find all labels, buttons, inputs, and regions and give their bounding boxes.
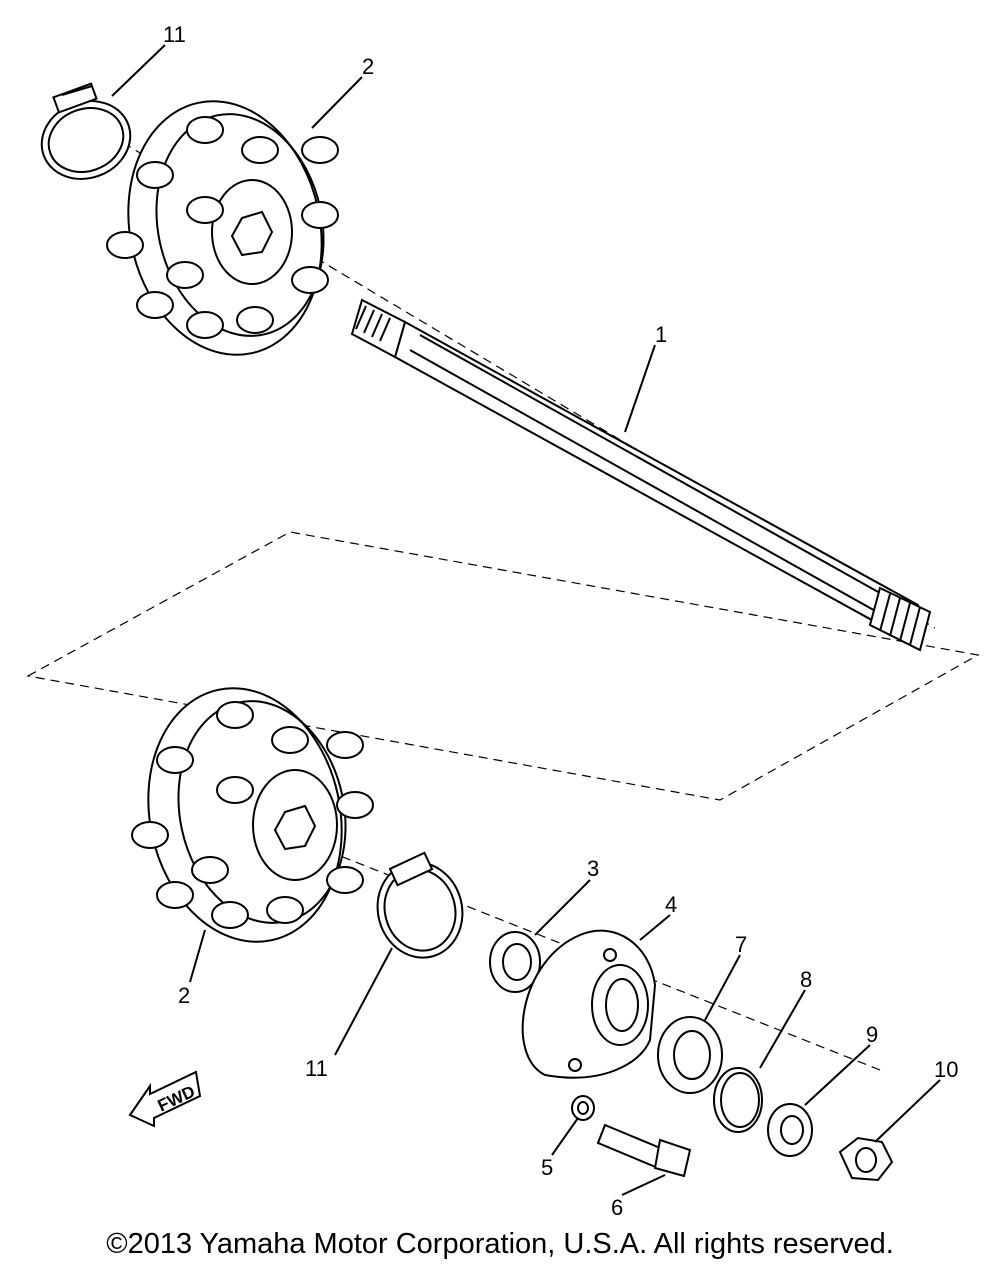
part-8-circlip xyxy=(713,1067,763,1133)
copyright-notice: ©2013 Yamaha Motor Corporation, U.S.A. A… xyxy=(106,1228,894,1260)
part-9-washer xyxy=(767,1103,813,1157)
part-3-oil-seal xyxy=(489,931,541,993)
callout-2-top: 2 xyxy=(362,54,374,79)
callout-7: 7 xyxy=(735,932,747,957)
callout-10: 10 xyxy=(934,1057,958,1082)
part-10-nut xyxy=(838,1136,894,1182)
callout-11-top: 11 xyxy=(163,22,186,47)
part-11-hose-clamp-top xyxy=(40,82,132,180)
callout-5: 5 xyxy=(541,1155,553,1180)
callout-2-bottom: 2 xyxy=(178,983,190,1008)
callout-6: 6 xyxy=(611,1195,623,1220)
part-1-drive-shaft xyxy=(350,298,932,652)
callout-11-bottom: 11 xyxy=(305,1056,328,1081)
callout-9: 9 xyxy=(866,1022,878,1047)
callout-1: 1 xyxy=(655,322,667,347)
part-11-hose-clamp-bottom xyxy=(376,851,464,959)
part-5-small-washer xyxy=(571,1095,595,1121)
part-2-sprocket-bottom xyxy=(131,687,374,943)
callout-8: 8 xyxy=(800,967,812,992)
callout-4: 4 xyxy=(665,892,677,917)
leader-lines xyxy=(111,44,941,1196)
part-6-bolt xyxy=(596,1123,692,1178)
forward-direction-arrow: FWD xyxy=(128,1070,202,1128)
part-4-bearing-housing xyxy=(521,929,657,1079)
exploded-parts-diagram: FWD 11 2 1 2 3 4 7 8 9 10 5 6 11 xyxy=(26,22,980,1220)
part-2-sprocket-top xyxy=(106,100,339,356)
reference-plane-outline xyxy=(26,531,980,801)
part-7-bearing xyxy=(657,1016,723,1094)
callout-3: 3 xyxy=(587,856,599,881)
